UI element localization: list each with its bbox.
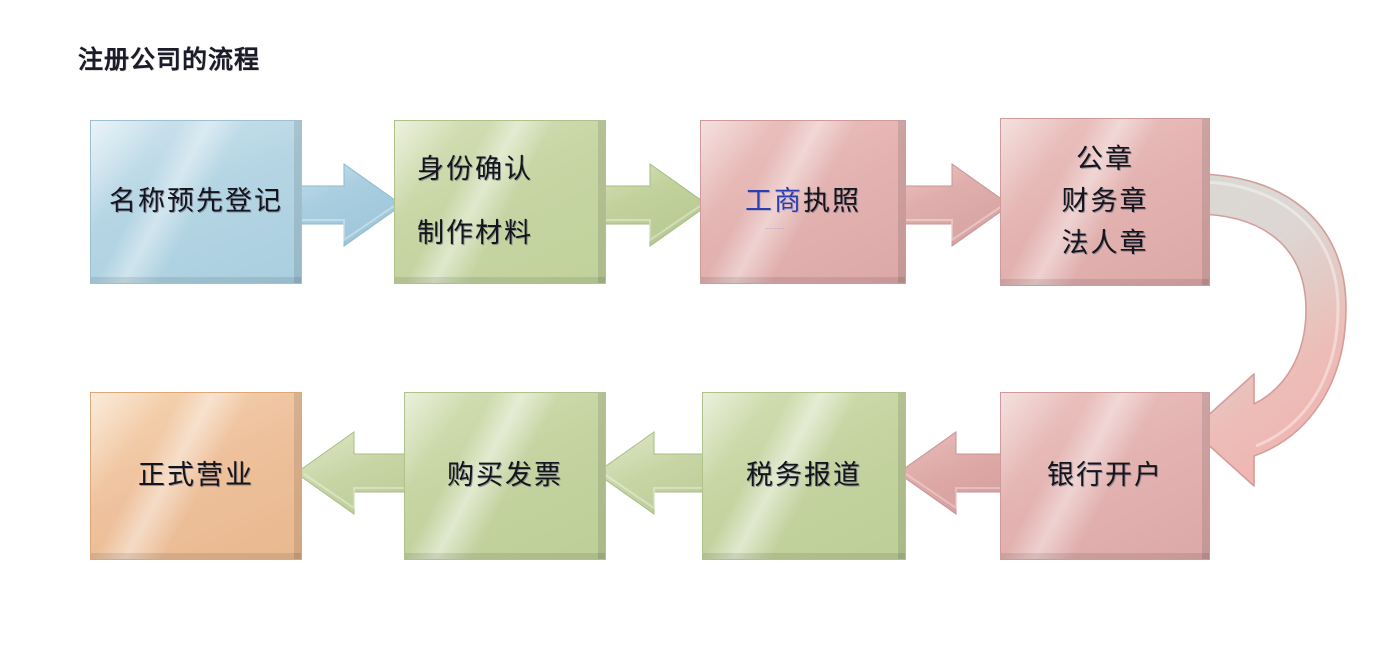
- flow-node-name-pre-registration[interactable]: 名称预先登记: [90, 120, 302, 284]
- flow-node-company-seals[interactable]: 公章 财务章 法人章: [1000, 118, 1210, 286]
- flow-node-label: 银行开户: [1047, 460, 1163, 492]
- arrow-license-to-seals: [893, 160, 1014, 250]
- flow-node-tax-registration[interactable]: 税务报道: [702, 392, 906, 560]
- license-watermark-artifact: ············: [765, 226, 785, 232]
- flow-node-label: 购买发票: [447, 460, 563, 492]
- arrow-name-to-identity: [285, 160, 406, 250]
- license-highlight-text[interactable]: 工商 ············: [745, 186, 803, 232]
- flow-node-official-operation[interactable]: 正式营业: [90, 392, 302, 560]
- arrow-seals-to-bank-curved: [1190, 168, 1380, 498]
- flow-node-label-line-2: 财务章: [1061, 186, 1149, 218]
- arrow-bank-to-tax: [892, 428, 1015, 518]
- flow-node-label: 正式营业: [138, 460, 254, 492]
- arrow-tax-to-invoice: [590, 428, 713, 518]
- flow-node-bank-account-opening[interactable]: 银行开户: [1000, 392, 1210, 560]
- license-plain-text: 执照: [803, 186, 861, 218]
- flow-node-label-line-1: 公章: [1076, 144, 1134, 176]
- arrow-invoice-to-operation: [290, 428, 413, 518]
- flow-node-purchase-invoices[interactable]: 购买发票: [404, 392, 606, 560]
- flow-node-identity-and-materials[interactable]: 身份确认 制作材料: [394, 120, 606, 284]
- flow-node-business-license[interactable]: 工商 ············ 执照: [700, 120, 906, 284]
- flow-node-label: 工商 ············ 执照: [701, 181, 905, 232]
- flow-node-label-line-2: 制作材料: [417, 218, 533, 249]
- arrow-identity-to-license: [591, 160, 712, 250]
- flow-node-label: 税务报道: [746, 460, 862, 492]
- flow-node-label-line-3: 法人章: [1061, 227, 1149, 259]
- flow-node-label-line-1: 身份确认: [417, 154, 533, 186]
- flow-node-label: 名称预先登记: [109, 186, 283, 218]
- page-title: 注册公司的流程: [78, 45, 261, 74]
